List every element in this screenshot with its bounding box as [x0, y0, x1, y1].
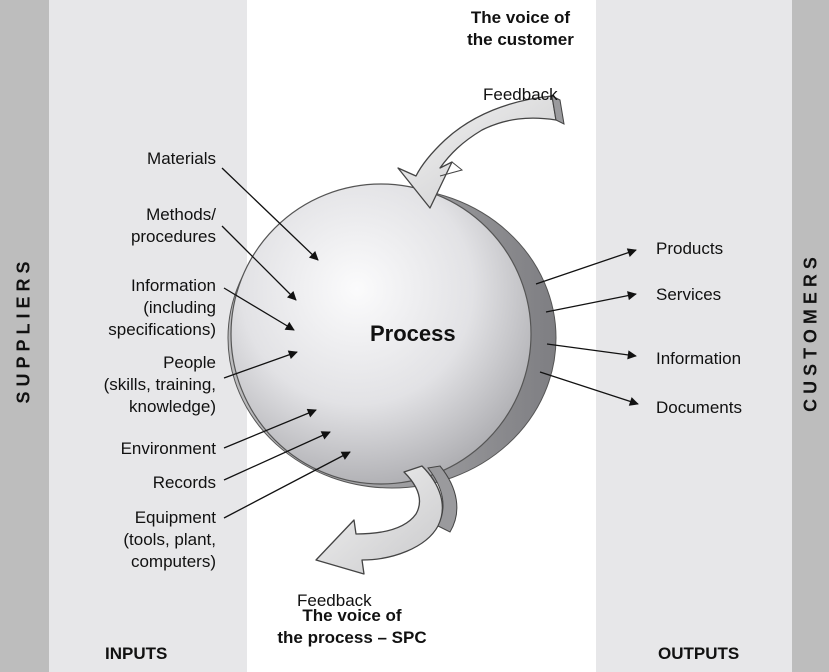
output-information: Information — [656, 349, 742, 368]
output-arrows — [535, 248, 639, 406]
voice-process-line1: The voice of — [302, 606, 402, 625]
output-products: Products — [656, 239, 724, 258]
suppliers-label: SUPPLIERS — [13, 256, 34, 404]
voice-process-line2: the process – SPC — [277, 628, 427, 647]
process-sphere — [230, 183, 532, 485]
output-services: Services — [656, 285, 722, 304]
input-arrow-information — [223, 287, 295, 331]
input-methods-line1: Methods/ — [146, 205, 216, 224]
input-arrow-environment — [223, 408, 317, 449]
input-information: Information (including specifications) — [108, 275, 216, 341]
output-arrow-products — [535, 248, 637, 285]
input-arrow-methods — [221, 225, 297, 301]
input-equipment-line2: (tools, plant, — [123, 530, 216, 549]
inputs-label: INPUTS — [105, 644, 168, 663]
input-arrow-records — [223, 431, 331, 481]
process-label: Process — [370, 321, 456, 346]
input-materials: Materials — [147, 148, 216, 170]
input-information-line2: (including — [143, 298, 216, 317]
customers-band — [792, 0, 829, 672]
input-methods-line2: procedures — [130, 227, 216, 246]
input-arrows — [221, 167, 351, 519]
input-people-line2: (skills, training, — [103, 375, 216, 394]
input-people-line3: knowledge) — [129, 397, 216, 416]
input-records-line1: Records — [152, 473, 216, 492]
customer-feedback-label: Feedback — [483, 85, 558, 104]
input-environment: Environment — [121, 438, 216, 460]
input-equipment-line1: Equipment — [134, 508, 216, 527]
output-arrow-information — [546, 343, 637, 360]
suppliers-band — [0, 0, 49, 672]
customers-label: CUSTOMERS — [800, 252, 821, 412]
process-feedback-arrow — [315, 465, 458, 575]
output-arrow-services — [545, 291, 637, 313]
input-equipment: Equipment (tools, plant, computers) — [123, 507, 216, 573]
voice-customer-line1: The voice of — [470, 8, 571, 27]
voice-customer-line2: the customer — [467, 30, 574, 49]
input-arrow-people — [223, 350, 298, 379]
outputs-label: OUTPUTS — [658, 644, 740, 663]
input-information-line3: specifications) — [108, 320, 216, 339]
input-arrow-equipment — [223, 451, 351, 519]
input-people: People (skills, training, knowledge) — [104, 352, 216, 418]
output-documents: Documents — [656, 398, 742, 417]
input-people-line1: People — [163, 353, 216, 372]
input-records: Records — [153, 472, 216, 494]
voice-customer-title: The voice of the customer — [448, 7, 593, 51]
input-information-line1: Information — [130, 276, 216, 295]
voice-process-title: The voice of the process – SPC — [262, 605, 442, 649]
input-methods: Methods/ procedures — [131, 204, 216, 248]
outputs-band — [596, 0, 792, 672]
inputs-band — [49, 0, 247, 672]
process-feedback-label: Feedback — [297, 591, 372, 610]
customer-feedback-arrow — [397, 95, 565, 209]
output-arrow-documents — [539, 371, 639, 406]
input-arrow-materials — [221, 167, 319, 261]
input-materials-line1: Materials — [147, 149, 216, 168]
input-environment-line1: Environment — [120, 439, 216, 458]
input-equipment-line3: computers) — [130, 552, 216, 571]
